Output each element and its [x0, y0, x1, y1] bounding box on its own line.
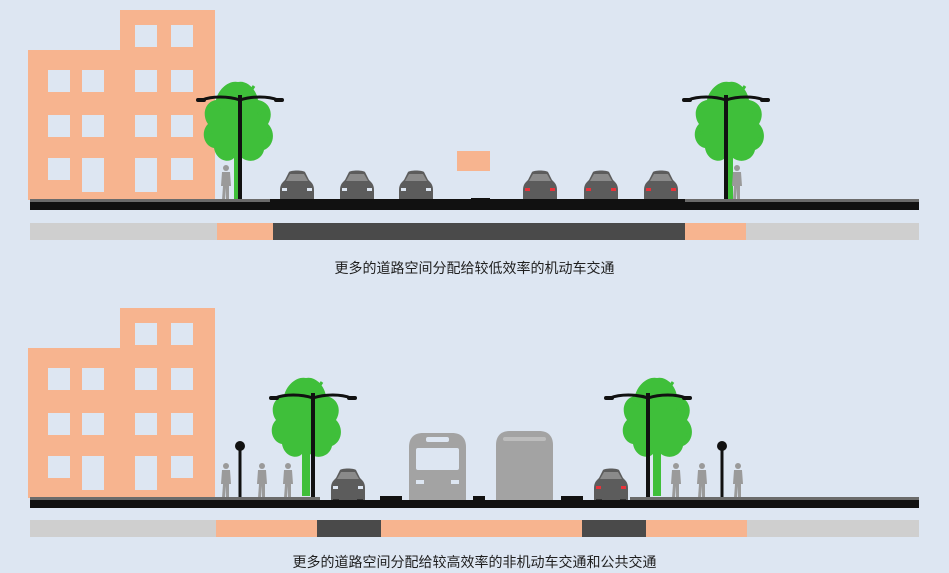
pedestrian-icon: [221, 165, 231, 200]
panel-2: [28, 308, 919, 537]
bollard-lamp-icon: [717, 441, 727, 498]
road-surface: [30, 500, 919, 508]
bollard-lamp-icon: [235, 441, 245, 498]
pedestrian-icon: [733, 463, 743, 498]
car-icon: [331, 468, 365, 503]
planting-band: [381, 520, 582, 537]
road-surface: [30, 202, 919, 210]
planting-band: [217, 223, 273, 240]
pedestrian-icon: [257, 463, 267, 498]
motor-vehicle-band: [582, 520, 646, 537]
allocation-bar: [30, 520, 919, 537]
planting-band: [216, 520, 317, 537]
planting-band: [646, 520, 747, 537]
allocation-bar: [30, 223, 919, 240]
panel-2-caption: 更多的道路空间分配给较高效率的非机动车交通和公共交通: [292, 555, 657, 571]
pedestrian-icon: [697, 463, 707, 498]
sidewalk-band: [747, 520, 919, 537]
panel-1: [28, 10, 919, 240]
car-icon: [594, 468, 628, 503]
bus-icon: [409, 433, 466, 504]
sidewalk-band: [30, 223, 217, 240]
bus-icon: [496, 431, 553, 504]
pedestrian-icon: [732, 165, 742, 200]
pedestrian-icon: [283, 463, 293, 498]
motor-vehicle-band: [273, 223, 685, 240]
planting-band: [685, 223, 746, 240]
sidewalk-band: [30, 520, 216, 537]
sidewalk-band: [746, 223, 919, 240]
building-icon: [28, 10, 215, 200]
pedestrian-icon: [221, 463, 231, 498]
building-icon: [28, 308, 215, 498]
pedestrian-icon: [671, 463, 681, 498]
motor-vehicle-band: [317, 520, 381, 537]
panel-1-caption: 更多的道路空间分配给较低效率的机动车交通: [334, 261, 615, 277]
median-sign: [457, 151, 490, 171]
